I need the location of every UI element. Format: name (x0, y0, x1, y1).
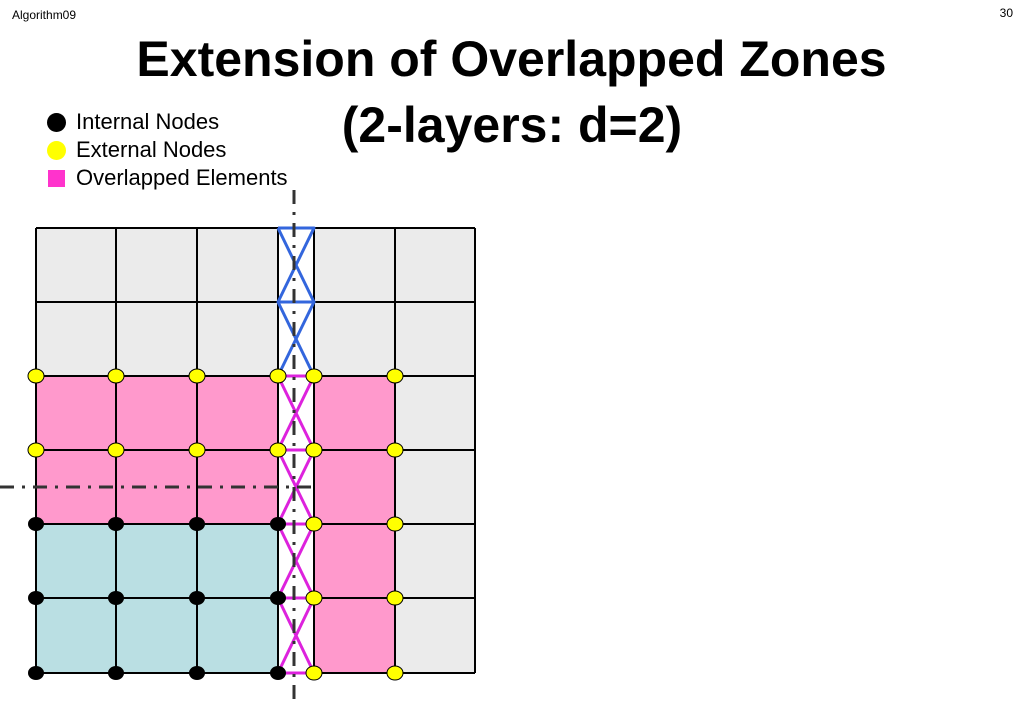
mesh-cell-grey (36, 228, 116, 302)
mesh-cell-grey (314, 228, 395, 302)
internal-node (189, 666, 205, 680)
internal-node (108, 517, 124, 531)
mesh-cell-pink (314, 598, 395, 673)
mesh-cell-blue (197, 524, 278, 598)
mesh-cells (36, 228, 475, 673)
mesh-cell-grey (197, 228, 278, 302)
mesh-cell-grey (197, 302, 278, 376)
external-node (305, 665, 323, 681)
presentation-name: Algorithm09 (12, 8, 77, 22)
mesh-cell-blue (116, 524, 197, 598)
internal-node (28, 517, 44, 531)
legend: Internal Nodes External Nodes Overlapped… (47, 108, 288, 192)
external-node (188, 368, 206, 384)
mesh-cell-grey (395, 302, 475, 376)
mesh-cell-grey (116, 228, 197, 302)
page-number: 30 (999, 6, 1013, 20)
external-node (27, 442, 45, 458)
internal-node (270, 517, 286, 531)
internal-node (270, 666, 286, 680)
external-node (305, 442, 323, 458)
slide-title: Extension of Overlapped Zones (136, 31, 887, 87)
mesh-cell-pink (197, 376, 278, 450)
external-node (305, 516, 323, 532)
internal-node (189, 517, 205, 531)
legend-label: External Nodes (76, 137, 227, 162)
legend-item-overlapped-elements: Overlapped Elements (47, 164, 288, 192)
external-node (27, 368, 45, 384)
legend-label: Internal Nodes (76, 109, 220, 134)
internal-node (108, 591, 124, 605)
mesh-cell-grey (395, 598, 475, 673)
pink-square-icon (48, 169, 65, 187)
mesh-cell-grey (395, 450, 475, 524)
partition-lines (0, 190, 314, 700)
external-node (386, 368, 404, 384)
external-node (269, 368, 287, 384)
legend-label: Overlapped Elements (76, 165, 288, 190)
mesh-cell-blue (197, 598, 278, 673)
mesh-cell-grey (395, 228, 475, 302)
mesh-nodes (27, 368, 404, 681)
mesh-cell-pink (314, 524, 395, 598)
mesh-cell-grey (395, 524, 475, 598)
external-node (269, 442, 287, 458)
internal-node (28, 591, 44, 605)
external-node (386, 590, 404, 606)
legend-item-internal-nodes: Internal Nodes (47, 108, 288, 136)
external-node (386, 665, 404, 681)
legend-item-external-nodes: External Nodes (47, 136, 288, 164)
internal-node (108, 666, 124, 680)
mesh-cell-pink (314, 450, 395, 524)
external-node (305, 590, 323, 606)
internal-node (270, 591, 286, 605)
external-node (305, 368, 323, 384)
internal-node (28, 666, 44, 680)
mesh-cell-blue (36, 598, 116, 673)
internal-node (189, 591, 205, 605)
mesh-cell-pink (116, 376, 197, 450)
external-node (386, 516, 404, 532)
mesh-cell-blue (116, 598, 197, 673)
external-node (107, 368, 125, 384)
mesh-cell-grey (314, 302, 395, 376)
external-node (107, 442, 125, 458)
slide-subtitle: (2-layers: d=2) (341, 97, 683, 153)
yellow-circle-icon (47, 140, 66, 160)
mesh-cell-pink (36, 376, 116, 450)
black-circle-icon (47, 112, 66, 132)
external-node (386, 442, 404, 458)
external-node (188, 442, 206, 458)
mesh-cell-grey (395, 376, 475, 450)
mesh-cell-grey (116, 302, 197, 376)
mesh-cell-pink (314, 376, 395, 450)
mesh-cell-grey (36, 302, 116, 376)
mesh-cell-blue (36, 524, 116, 598)
